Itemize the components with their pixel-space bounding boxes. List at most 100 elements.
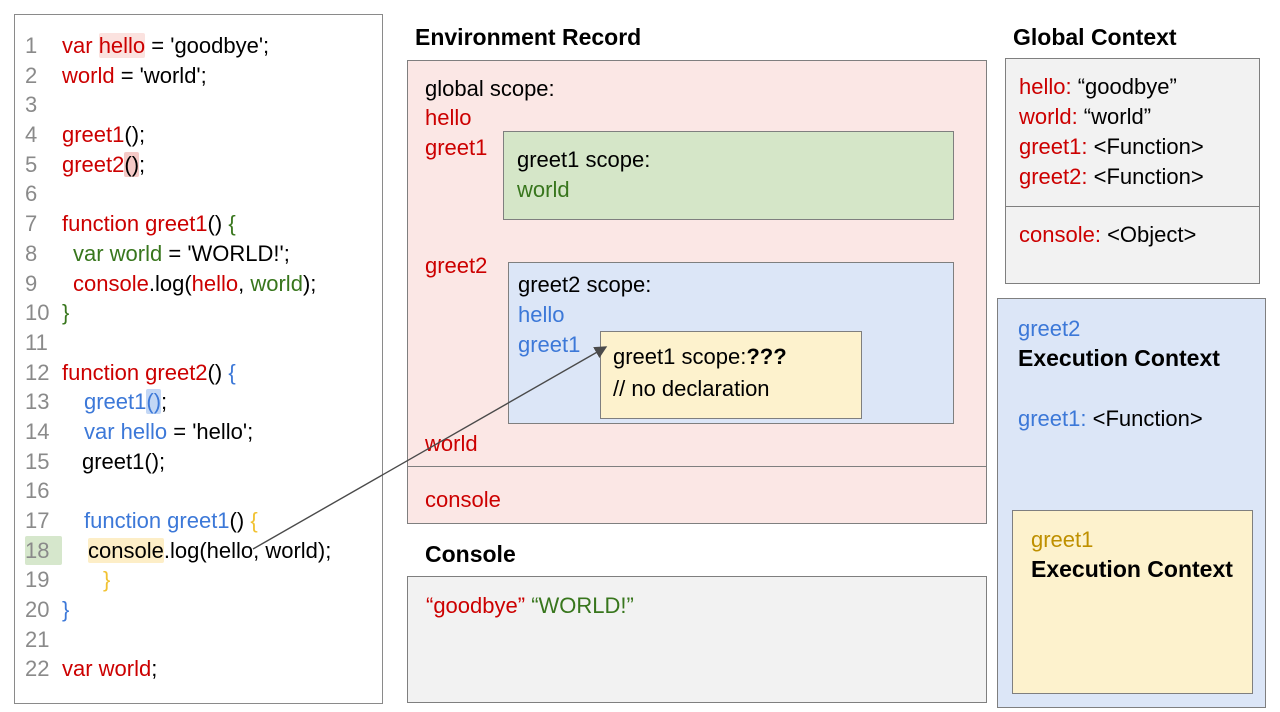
- environment-record-heading: Environment Record: [415, 24, 642, 50]
- line-number: 16: [25, 478, 50, 504]
- code-token: = 'world';: [114, 62, 207, 88]
- global-var-world: world: [425, 431, 478, 456]
- code-token: .log(: [148, 270, 192, 296]
- context-key: greet1:: [1019, 134, 1094, 159]
- global-context-section-2: console: <Object>: [1006, 207, 1259, 250]
- context-entry: greet1: <Function>: [1018, 404, 1265, 434]
- code-token: }: [103, 567, 111, 593]
- code-token: function greet1: [84, 508, 230, 533]
- code-token: “goodbye”: [426, 593, 526, 618]
- context-entry: hello: “goodbye”: [1019, 72, 1259, 102]
- code-token: );: [302, 270, 317, 296]
- line-number: 1: [25, 33, 38, 58]
- code-text: }: [62, 565, 110, 595]
- code-text: function greet1() {: [62, 209, 236, 239]
- code-token: = 'goodbye';: [145, 33, 270, 58]
- console-heading: Console: [425, 541, 516, 567]
- inner-scope-comment: // no declaration: [613, 376, 770, 401]
- context-entry: world: “world”: [1019, 102, 1259, 132]
- line-number: 9: [25, 270, 38, 296]
- context-value: “goodbye”: [1077, 74, 1177, 99]
- line-number: 21: [25, 626, 50, 652]
- code-token: greet1();: [82, 448, 166, 474]
- code-line-20: 20}: [15, 595, 382, 625]
- code-token: var world: [73, 240, 163, 266]
- greet1-inner-scope-box: greet1 scope:??? // no declaration: [600, 331, 862, 419]
- code-line-1: 1 var hello = 'goodbye';: [15, 31, 382, 61]
- line-number: 11: [25, 329, 48, 355]
- code-text: greet1();: [62, 447, 165, 477]
- global-context-section-1: hello: “goodbye”world: “world”greet1: <F…: [1006, 59, 1259, 207]
- greet1-ec-name: greet1: [1031, 527, 1094, 552]
- code-token: hello: [98, 33, 146, 58]
- greet1-inner-scope-title: greet1 scope:???: [613, 341, 861, 373]
- code-token: ,: [238, 270, 251, 296]
- context-key: hello:: [1019, 74, 1078, 99]
- context-key: world:: [1019, 104, 1084, 129]
- line-number: 12: [25, 359, 50, 385]
- code-line-11: 11: [15, 328, 382, 358]
- code-text: var hello = 'goodbye';: [62, 31, 269, 61]
- global-context-box: hello: “goodbye”world: “world”greet1: <F…: [1005, 58, 1260, 284]
- context-value: <Function>: [1093, 164, 1204, 189]
- code-token: greet2: [62, 151, 125, 177]
- code-token: ;: [139, 151, 146, 177]
- line-number: 6: [25, 181, 38, 207]
- global-var-hello: hello: [425, 105, 472, 130]
- code-token: greet1: [62, 122, 125, 148]
- global-context-heading: Global Context: [1013, 24, 1177, 50]
- console-output-box: “goodbye” “WORLD!”: [407, 576, 987, 703]
- context-value: <Function>: [1092, 406, 1203, 431]
- greet2-ec-vars: greet1: <Function>: [1018, 404, 1265, 434]
- code-token: function greet1: [62, 211, 208, 237]
- code-token: {: [250, 508, 258, 533]
- code-token: (): [124, 151, 140, 177]
- code-token: ;: [161, 389, 168, 415]
- code-token: var: [62, 33, 99, 58]
- line-number: 22: [25, 656, 50, 682]
- code-token: world: [62, 62, 115, 88]
- code-token: {: [228, 359, 236, 385]
- context-value: “world”: [1083, 104, 1152, 129]
- code-token: console: [73, 270, 149, 296]
- code-token: “WORLD!”: [531, 593, 634, 618]
- line-number: 20: [25, 597, 50, 623]
- code-text: var world = 'WORLD!';: [62, 239, 290, 269]
- line-number: 5: [25, 151, 38, 177]
- code-text: greet2();: [62, 150, 145, 180]
- line-number: 15: [25, 448, 50, 474]
- code-text: var world;: [62, 654, 157, 684]
- code-token: ;: [151, 656, 158, 682]
- greet1-scope-title: greet1 scope:: [517, 147, 651, 172]
- code-token: var world: [62, 656, 152, 682]
- context-key: greet2:: [1019, 164, 1094, 189]
- context-entry: console: <Object>: [1019, 220, 1259, 250]
- line-number: 8: [25, 240, 38, 266]
- code-token: = 'WORLD!';: [162, 240, 290, 266]
- context-key: console:: [1019, 222, 1108, 247]
- code-line-2: 2 world = 'world';: [15, 61, 382, 91]
- code-lines: 1 var hello = 'goodbye'; 2 world = 'world';…: [15, 31, 382, 684]
- line-number: 17: [25, 508, 50, 533]
- code-text: console.log(hello, world);: [62, 536, 331, 566]
- line-number: 2: [25, 62, 38, 88]
- code-line-4: 4 greet1();: [15, 120, 382, 150]
- global-scope-title: global scope:: [425, 76, 555, 101]
- code-token: (): [207, 359, 229, 385]
- line-number: 4: [25, 122, 38, 148]
- code-token: world: [250, 270, 303, 296]
- code-line-3: 3: [15, 90, 382, 120]
- global-var-console: console: [425, 487, 501, 512]
- code-token: ();: [124, 122, 146, 148]
- code-line-10: 10}: [15, 298, 382, 328]
- line-number: 19: [25, 567, 50, 593]
- greet1-ec-label: Execution Context: [1031, 556, 1233, 582]
- code-text: var hello = 'hello';: [62, 417, 253, 447]
- context-value: <Object>: [1107, 222, 1197, 247]
- code-line-21: 21: [15, 625, 382, 655]
- context-value: <Function>: [1093, 134, 1204, 159]
